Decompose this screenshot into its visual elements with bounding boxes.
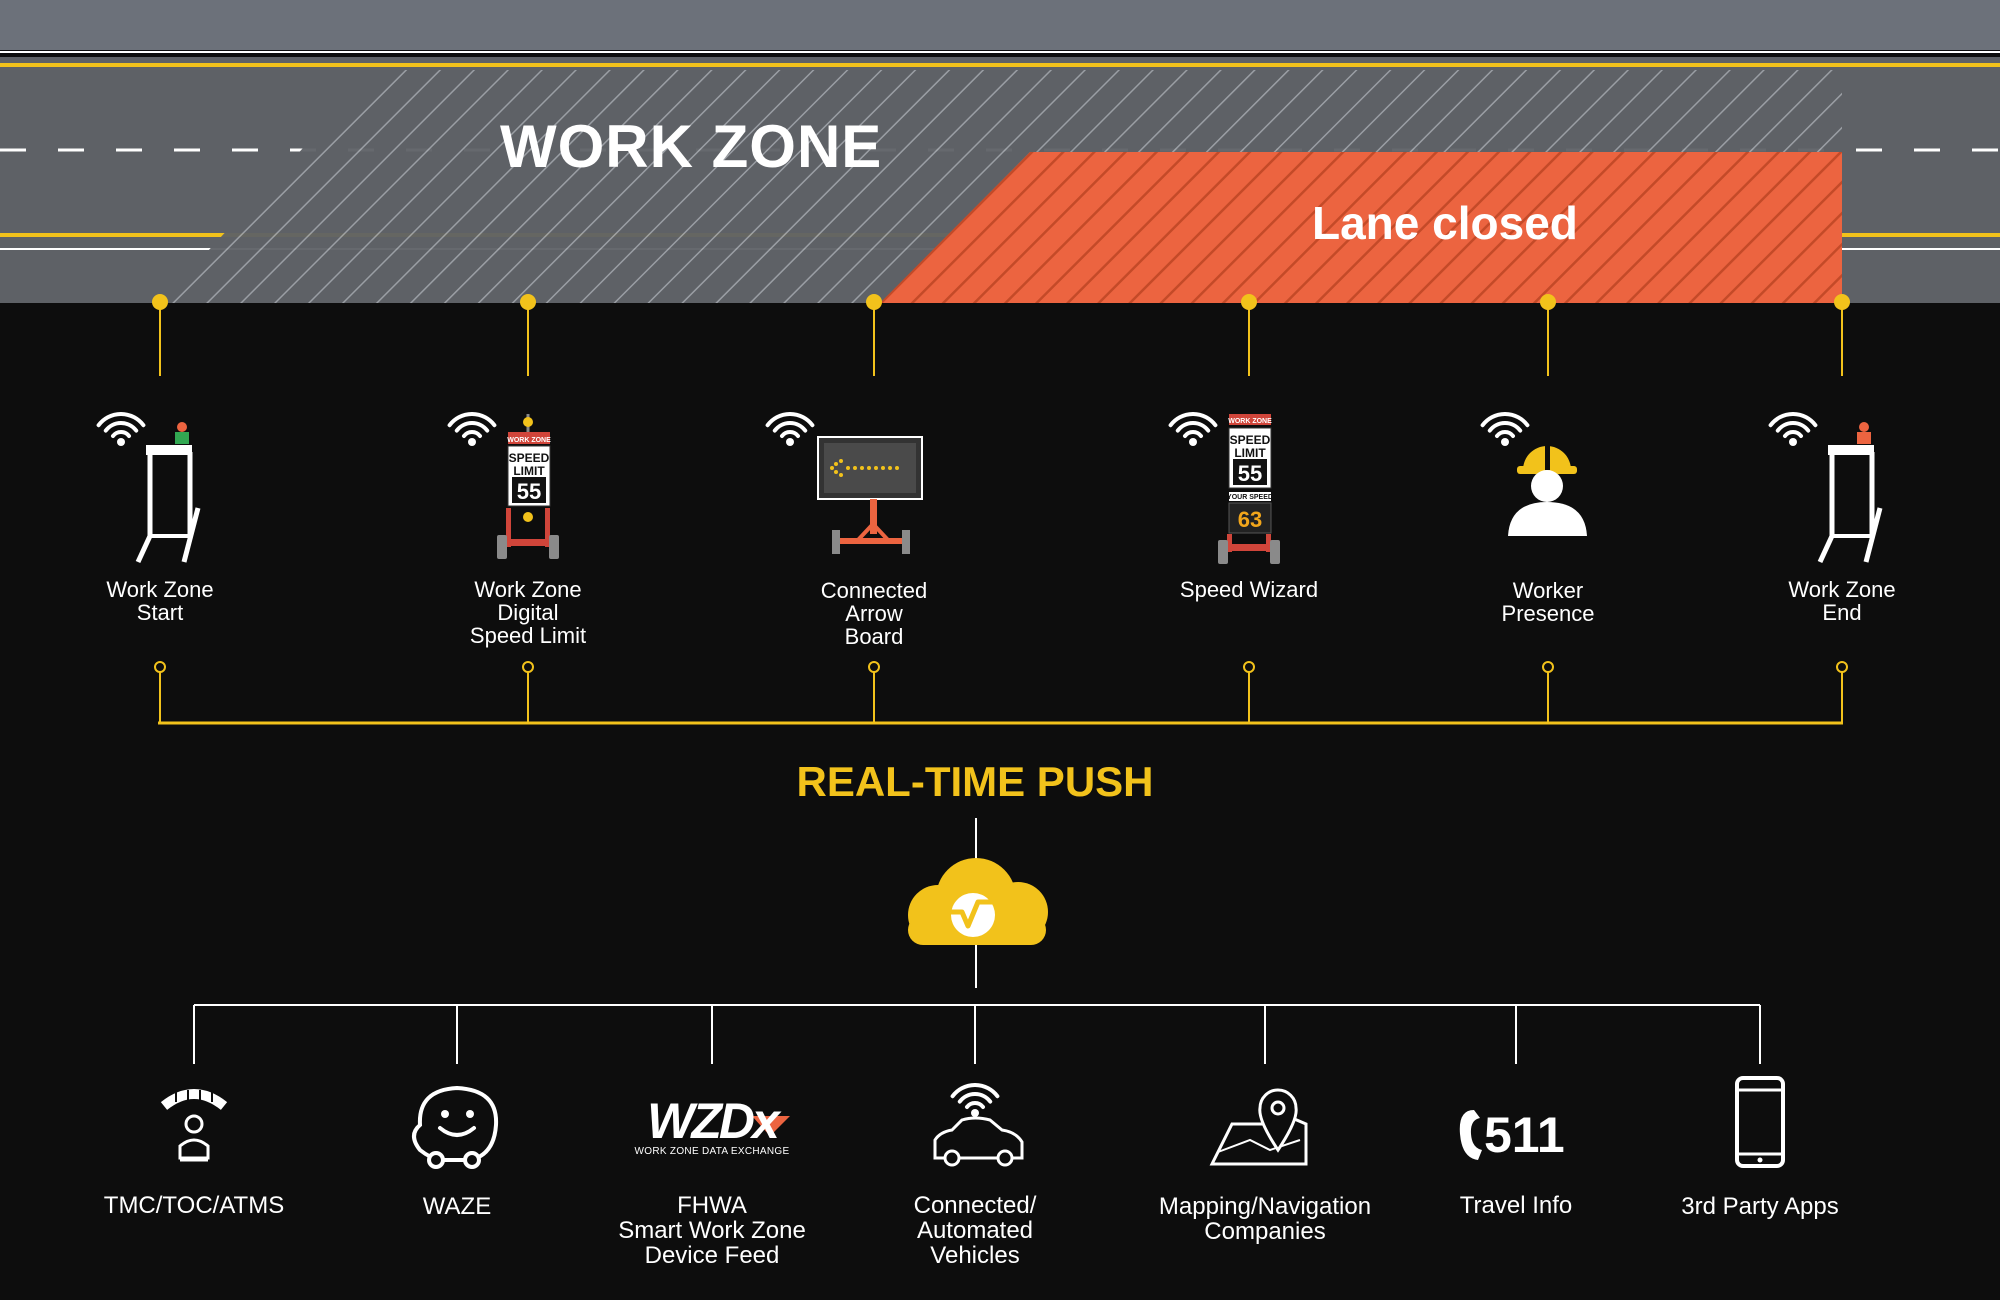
- real-time-push-title: REAL-TIME PUSH: [796, 758, 1154, 805]
- wzdx-logo-icon: WZDx WORK ZONE DATA EXCHANGE: [632, 1096, 792, 1158]
- device-label: Worker Presence: [1501, 578, 1595, 626]
- device-bus-node: [1542, 661, 1554, 673]
- barrier-gate-icon: [135, 422, 201, 564]
- arrow-board-icon: [765, 412, 923, 554]
- device-connector-dot: [1834, 294, 1850, 310]
- sign-limit-text: LIMIT: [1234, 446, 1266, 460]
- cloud-hub: [908, 818, 1048, 988]
- wifi-icon: [950, 1083, 1000, 1117]
- output-branches: [193, 1004, 1761, 1064]
- waze-icon: [412, 1085, 499, 1169]
- device-connector-dot: [866, 294, 882, 310]
- sign-limit-value: 55: [517, 479, 541, 504]
- output-label: 3rd Party Apps: [1681, 1193, 1839, 1220]
- smartphone-icon: [1735, 1076, 1785, 1168]
- device-label: Work Zone End: [1788, 577, 1896, 625]
- connected-car-icon: [933, 1083, 1024, 1167]
- sign-your-speed-text: YOUR SPEED: [1227, 494, 1273, 501]
- wifi-icon: [447, 412, 497, 446]
- road-shoulder: [0, 0, 2000, 50]
- device-bus-node: [868, 661, 880, 673]
- device-connector-dot: [152, 294, 168, 310]
- output-label: Travel Info: [1459, 1192, 1573, 1219]
- device-bus-node: [154, 661, 166, 673]
- output-label: Connected/ Automated Vehicles: [913, 1192, 1037, 1269]
- wzdx-swoosh: [752, 1116, 790, 1136]
- device-connectors: [152, 294, 1850, 723]
- output-label: Mapping/Navigation Companies: [1158, 1193, 1372, 1245]
- sign-speed-text: SPEED: [509, 451, 550, 465]
- sign-limit-text: LIMIT: [513, 464, 545, 478]
- output-label: FHWA Smart Work Zone Device Feed: [618, 1192, 806, 1269]
- sign-work-zone-text: WORK ZONE: [507, 437, 551, 444]
- sign-work-zone-text: WORK ZONE: [1228, 418, 1272, 425]
- sign-your-speed-value: 63: [1238, 507, 1262, 532]
- device-connector-dot: [520, 294, 536, 310]
- map-pin-icon: [1209, 1088, 1308, 1166]
- wifi-icon: [1768, 412, 1818, 446]
- wifi-icon: [1168, 412, 1218, 446]
- wzdx-logo-text: WZDx: [647, 1093, 780, 1149]
- phone-511-icon: [1459, 1110, 1482, 1160]
- lane-closed-label: Lane closed: [1312, 197, 1578, 249]
- operator-console-icon: [160, 1089, 228, 1162]
- wzdx-logo-subtitle: WORK ZONE DATA EXCHANGE: [632, 1146, 792, 1158]
- road: [0, 0, 2000, 303]
- device-connector-dot: [1241, 294, 1257, 310]
- barrier-gate-icon: [1817, 422, 1883, 564]
- device-bus-node: [522, 661, 534, 673]
- device-connector-dot: [1540, 294, 1556, 310]
- device-bus-node: [1836, 661, 1848, 673]
- device-label: Connected Arrow Board: [820, 578, 928, 649]
- wifi-icon: [765, 412, 815, 446]
- device-bus-node: [1243, 661, 1255, 673]
- travel-info-number: 511: [1484, 1107, 1565, 1163]
- device-label: Work Zone Digital Speed Limit: [469, 577, 587, 648]
- lane-closed-area: [880, 152, 1842, 303]
- cloud-icon: [908, 858, 1048, 945]
- wifi-icon: [96, 412, 146, 446]
- device-label: Speed Wizard: [1179, 577, 1319, 602]
- work-zone-title: WORK ZONE: [500, 113, 883, 180]
- output-icons: [160, 1076, 1785, 1169]
- device-label: Work Zone Start: [106, 577, 214, 625]
- barrier-gate-icon: [96, 412, 201, 564]
- worker-hardhat-icon: [1480, 412, 1587, 536]
- barrier-gate-icon: [1768, 412, 1883, 564]
- output-label: TMC/TOC/ATMS: [103, 1192, 285, 1219]
- wifi-icon: [1480, 412, 1530, 446]
- sign-limit-value: 55: [1238, 461, 1262, 486]
- sign-speed-text: SPEED: [1230, 433, 1271, 447]
- output-label: WAZE: [422, 1193, 492, 1220]
